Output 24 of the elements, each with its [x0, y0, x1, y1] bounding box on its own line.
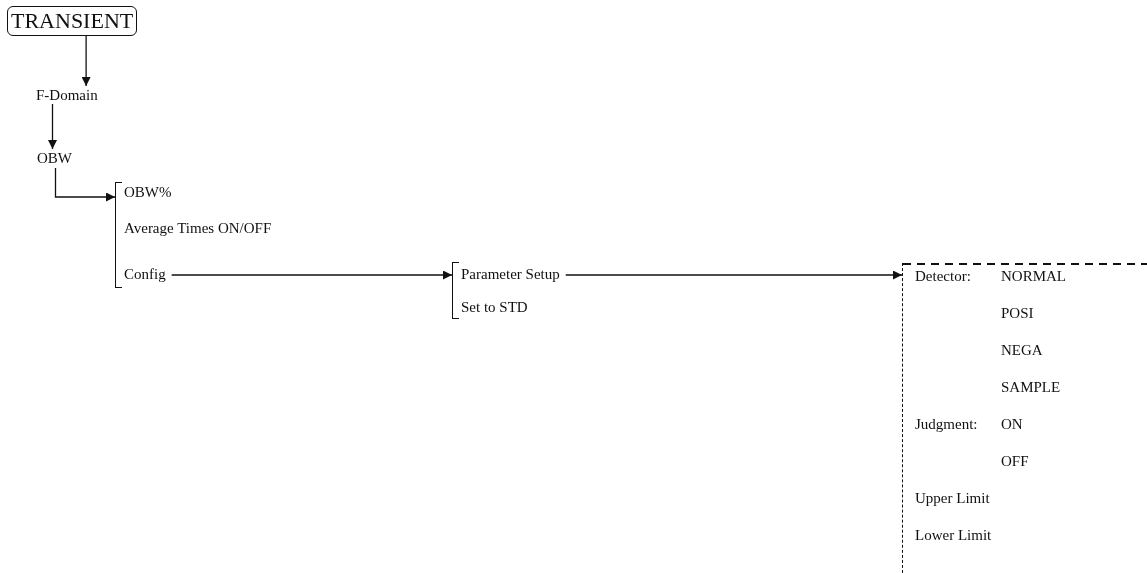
menu-item: Parameter Setup	[461, 265, 560, 283]
menu-item: Judgment:	[915, 415, 978, 433]
dashed-bracket	[902, 263, 1147, 573]
menu-item: POSI	[1001, 304, 1034, 322]
arrow	[81, 35, 91, 87]
menu-item: NEGA	[1001, 341, 1043, 359]
menu-item: F-Domain	[36, 86, 98, 104]
menu-item: SAMPLE	[1001, 378, 1061, 396]
menu-item: Set to STD	[461, 298, 528, 316]
menu-item: NORMAL	[1001, 267, 1066, 285]
menu-item: Upper Limit	[915, 489, 990, 507]
arrow	[565, 270, 903, 280]
menu-item: Lower Limit	[915, 526, 992, 544]
menu-item: Average Times ON/OFF	[124, 219, 272, 237]
menu-item: Config	[124, 265, 166, 283]
menu-item: OBW	[37, 149, 72, 167]
menu-item: Detector:	[915, 267, 971, 285]
arrow	[171, 270, 453, 280]
menu-item: ON	[1001, 415, 1023, 433]
menu-item: OBW%	[124, 183, 172, 201]
menu-item: OFF	[1001, 452, 1029, 470]
arrow	[48, 103, 57, 150]
mode-box: TRANSIENT	[7, 6, 138, 36]
arrow	[54, 167, 116, 202]
